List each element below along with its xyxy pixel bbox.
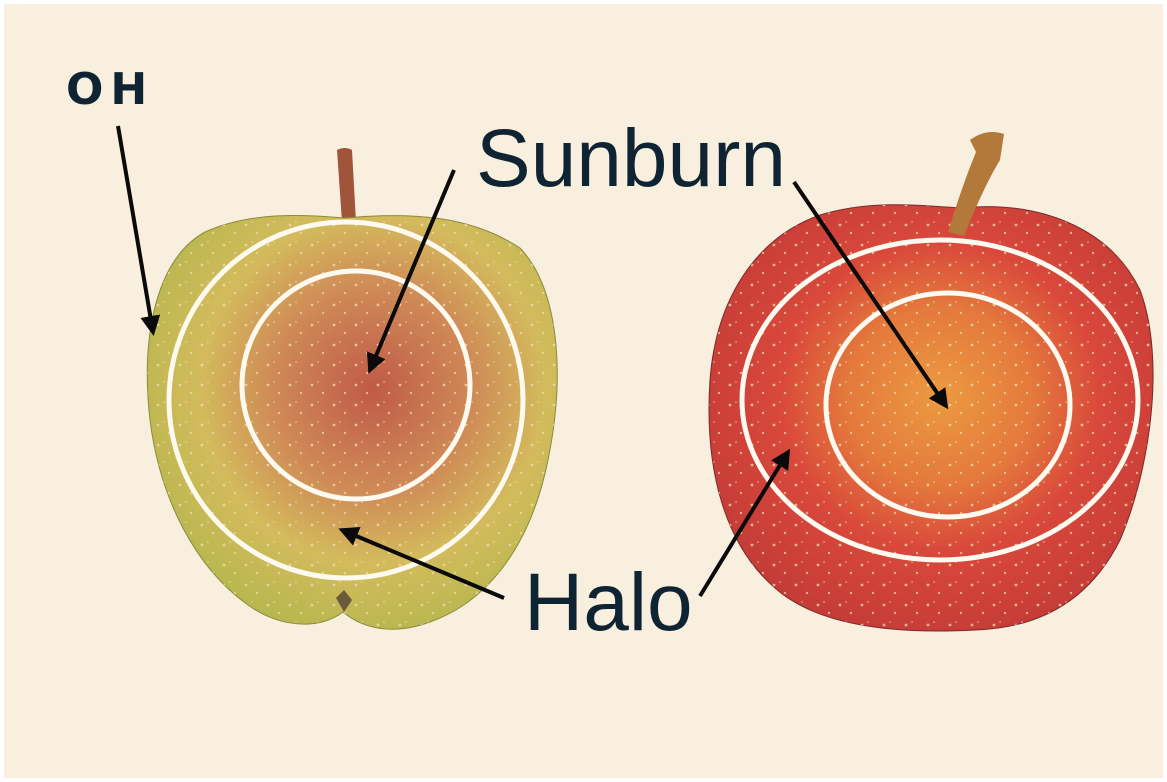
green-apple [147, 148, 557, 629]
green-apple-stem [337, 148, 356, 222]
label-sunburn: Sunburn [476, 118, 786, 200]
label-halo: Halo [524, 562, 693, 644]
label-oh: OH [66, 68, 154, 112]
arrow-oh [118, 126, 153, 332]
